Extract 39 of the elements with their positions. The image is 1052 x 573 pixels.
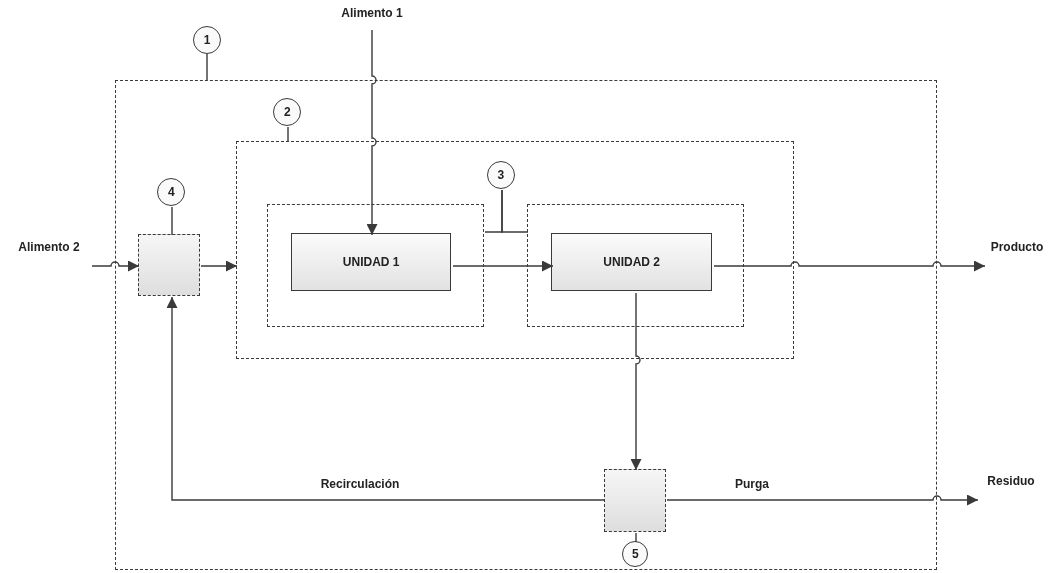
dashed-boundary xyxy=(115,80,937,570)
stream-label: Alimento 2 xyxy=(18,240,80,254)
mixer-box xyxy=(138,234,201,297)
flow-arrow xyxy=(366,29,378,236)
process-box xyxy=(551,233,713,292)
stream-label: Producto xyxy=(990,240,1044,254)
leader-line xyxy=(287,126,289,143)
callout-number: 5 xyxy=(632,547,639,562)
stream-label: Residuo xyxy=(987,474,1035,488)
flow-arrow xyxy=(200,260,238,272)
flow-arrow xyxy=(452,260,554,272)
callout-circle xyxy=(622,541,649,568)
process-box xyxy=(291,233,452,292)
flow-arrow xyxy=(713,260,986,272)
flow-arrow xyxy=(91,260,140,272)
edge-label: Recirculación xyxy=(318,477,402,491)
flow-arrow xyxy=(166,296,606,501)
splitter-box xyxy=(604,469,667,533)
callout-number: 3 xyxy=(497,167,505,182)
edge-label: Purga xyxy=(733,477,771,491)
callout-circle xyxy=(193,26,221,54)
callout-circle xyxy=(157,178,186,207)
callout-number: 2 xyxy=(284,105,291,120)
leader-line xyxy=(635,532,637,543)
callout-number: 4 xyxy=(168,185,175,200)
leader-line xyxy=(501,189,529,233)
callout-number: 1 xyxy=(203,33,211,47)
flow-arrow xyxy=(630,292,642,471)
stream-label: Alimento 1 xyxy=(341,6,403,20)
flow-arrow xyxy=(666,494,979,506)
callout-circle xyxy=(273,98,302,127)
dashed-boundary xyxy=(236,141,795,360)
dashed-boundary xyxy=(526,203,744,327)
unit-label: UNIDAD 2 xyxy=(603,255,660,270)
dashed-boundary xyxy=(266,203,484,327)
leader-line xyxy=(171,206,173,236)
callout-circle xyxy=(486,160,515,189)
unit-label: UNIDAD 1 xyxy=(342,255,400,270)
leader-line xyxy=(206,53,208,81)
